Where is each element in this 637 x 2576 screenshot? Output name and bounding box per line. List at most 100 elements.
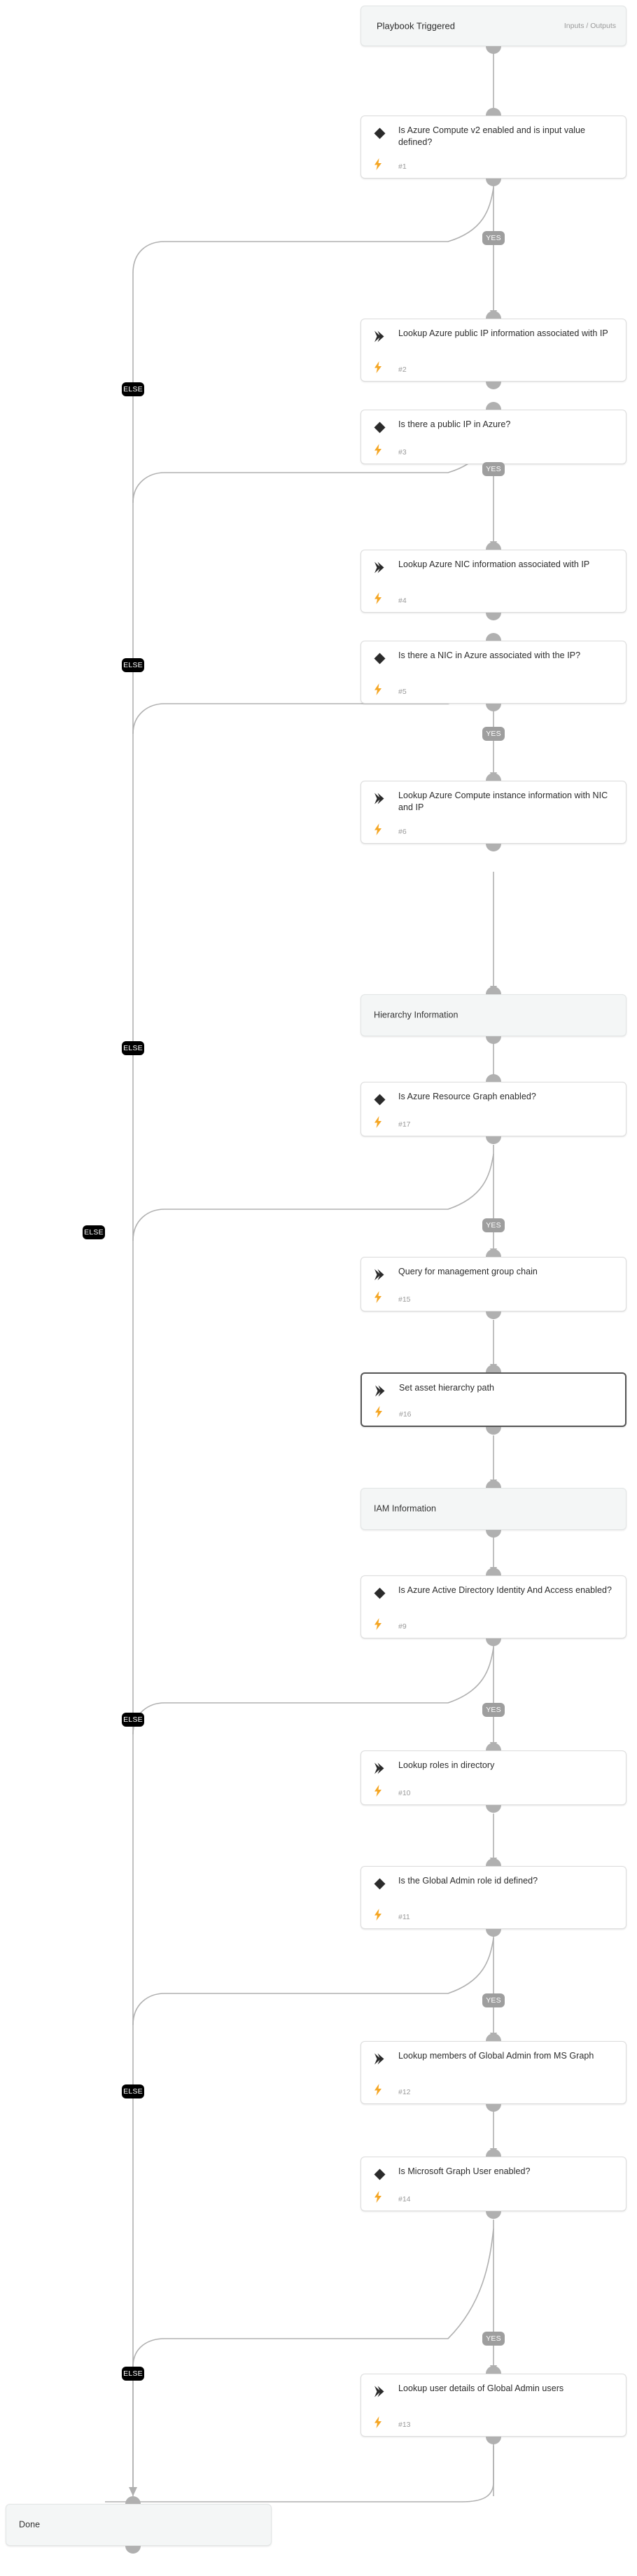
connector-nub (486, 1530, 501, 1538)
connector-nub (486, 1638, 501, 1646)
diamond-icon (372, 420, 386, 434)
chevron-right-icon (372, 1267, 386, 1281)
lightning-bolt-icon (372, 1784, 384, 1797)
section-title: IAM Information (374, 1503, 436, 1514)
chevron-right-icon (372, 2384, 386, 2398)
connector-nub (486, 108, 501, 116)
connector-nub (486, 773, 501, 781)
badge-else-14: ELSE (122, 2367, 144, 2381)
node-title: Lookup members of Global Admin from MS G… (398, 2051, 594, 2061)
connector-nub (486, 1743, 501, 1750)
connector-nub (486, 2366, 501, 2374)
connector-nub (486, 1568, 501, 1575)
badge-else-5: ELSE (122, 1041, 144, 1055)
badge-else-1: ELSE (122, 382, 144, 396)
connector-nub (486, 179, 501, 186)
node-action-4[interactable]: Lookup Azure NIC information associated … (360, 550, 626, 613)
badge-yes-3: YES (482, 462, 505, 476)
node-title: Is Microsoft Graph User enabled? (398, 2166, 531, 2176)
node-number: #1 (398, 162, 407, 171)
lightning-bolt-icon (372, 1908, 384, 1921)
badge-yes-11: YES (482, 1993, 505, 2007)
badge-yes-9: YES (482, 1703, 505, 1717)
node-title: Is Azure Resource Graph enabled? (398, 1092, 536, 1101)
node-action-6[interactable]: Lookup Azure Compute instance informatio… (360, 781, 626, 844)
connector-nub (486, 46, 501, 54)
chevron-right-icon (373, 1384, 387, 1398)
node-decision-1[interactable]: Is Azure Compute v2 enabled and is input… (360, 116, 626, 179)
trigger-inputs-outputs-link[interactable]: Inputs / Outputs (564, 22, 616, 30)
connector-nub (486, 542, 501, 550)
lightning-bolt-icon (372, 1617, 384, 1630)
node-title: Query for management group chain (398, 1267, 538, 1276)
connector-nub (486, 402, 501, 410)
node-decision-9[interactable]: Is Azure Active Directory Identity And A… (360, 1575, 626, 1638)
connector-nub (486, 2149, 501, 2157)
lightning-bolt-icon (372, 2416, 384, 2428)
node-title: Is Azure Active Directory Identity And A… (398, 1585, 612, 1595)
node-decision-5[interactable]: Is there a NIC in Azure associated with … (360, 641, 626, 704)
connector-nub (486, 1480, 501, 1488)
node-decision-17[interactable]: Is Azure Resource Graph enabled? #17 (360, 1082, 626, 1136)
connector-nub (486, 1858, 501, 1866)
node-decision-3[interactable]: Is there a public IP in Azure? #3 (360, 410, 626, 464)
node-title: Lookup Azure public IP information assoc… (398, 328, 608, 338)
connector-nub (486, 633, 501, 641)
lightning-bolt-icon (372, 1290, 384, 1303)
node-number: #5 (398, 688, 407, 696)
badge-yes-14: YES (482, 2332, 505, 2346)
lightning-bolt-icon (372, 2190, 384, 2203)
badge-else-3: ELSE (122, 658, 144, 672)
chevron-right-icon (372, 329, 386, 343)
node-decision-11[interactable]: Is the Global Admin role id defined? #11 (360, 1866, 626, 1929)
node-action-10[interactable]: Lookup roles in directory #10 (360, 1750, 626, 1805)
node-section-iam-information[interactable]: IAM Information (360, 1488, 626, 1530)
section-title: Hierarchy Information (374, 1010, 458, 1020)
lightning-bolt-icon (372, 158, 384, 170)
node-title: Is the Global Admin role id defined? (398, 1876, 538, 1886)
node-number: #15 (398, 1295, 411, 1304)
node-title: Lookup Azure NIC information associated … (398, 559, 590, 569)
connector-nub (486, 382, 501, 389)
connector-nub (486, 844, 501, 851)
connector-nub (486, 1805, 501, 1813)
connector-nub (486, 1249, 501, 1257)
node-playbook-triggered[interactable]: Playbook Triggered Inputs / Outputs (360, 6, 626, 46)
lightning-bolt-icon (372, 443, 384, 456)
badge-yes-5: YES (482, 727, 505, 741)
node-action-2[interactable]: Lookup Azure public IP information assoc… (360, 319, 626, 382)
node-done[interactable]: Done (6, 2504, 272, 2546)
connector-nub (486, 1074, 501, 1082)
badge-yes-17: YES (482, 1218, 505, 1232)
lightning-bolt-icon (372, 2083, 384, 2096)
diamond-icon (372, 651, 386, 665)
node-title: Lookup user details of Global Admin user… (398, 2383, 564, 2393)
chevron-right-icon (372, 791, 386, 805)
done-title: Done (19, 2519, 41, 2530)
connector-nub (486, 1311, 501, 1319)
node-number: #14 (398, 2195, 411, 2203)
node-action-16[interactable]: Set asset hierarchy path #16 (360, 1372, 626, 1427)
node-title: Lookup Azure Compute instance informatio… (398, 791, 608, 812)
connector-nub (486, 1929, 501, 1937)
node-title: Is there a NIC in Azure associated with … (398, 650, 581, 660)
chevron-right-icon (372, 2052, 386, 2066)
connector-nub (486, 2033, 501, 2041)
node-number: #10 (398, 1789, 411, 1797)
connector-nub (486, 704, 501, 711)
node-decision-14[interactable]: Is Microsoft Graph User enabled? #14 (360, 2157, 626, 2211)
node-section-hierarchy-information[interactable]: Hierarchy Information (360, 994, 626, 1036)
node-action-12[interactable]: Lookup members of Global Admin from MS G… (360, 2041, 626, 2104)
lightning-bolt-icon (373, 1405, 384, 1418)
lightning-bolt-icon (372, 683, 384, 695)
lightning-bolt-icon (372, 592, 384, 604)
badge-yes-1: YES (482, 231, 505, 245)
connector-nub (486, 1036, 501, 1044)
lightning-bolt-icon (372, 361, 384, 373)
connector-nub (486, 1365, 501, 1372)
node-number: #12 (398, 2088, 411, 2096)
node-action-13[interactable]: Lookup user details of Global Admin user… (360, 2374, 626, 2437)
node-number: #4 (398, 597, 407, 605)
node-action-15[interactable]: Query for management group chain #15 (360, 1257, 626, 1311)
